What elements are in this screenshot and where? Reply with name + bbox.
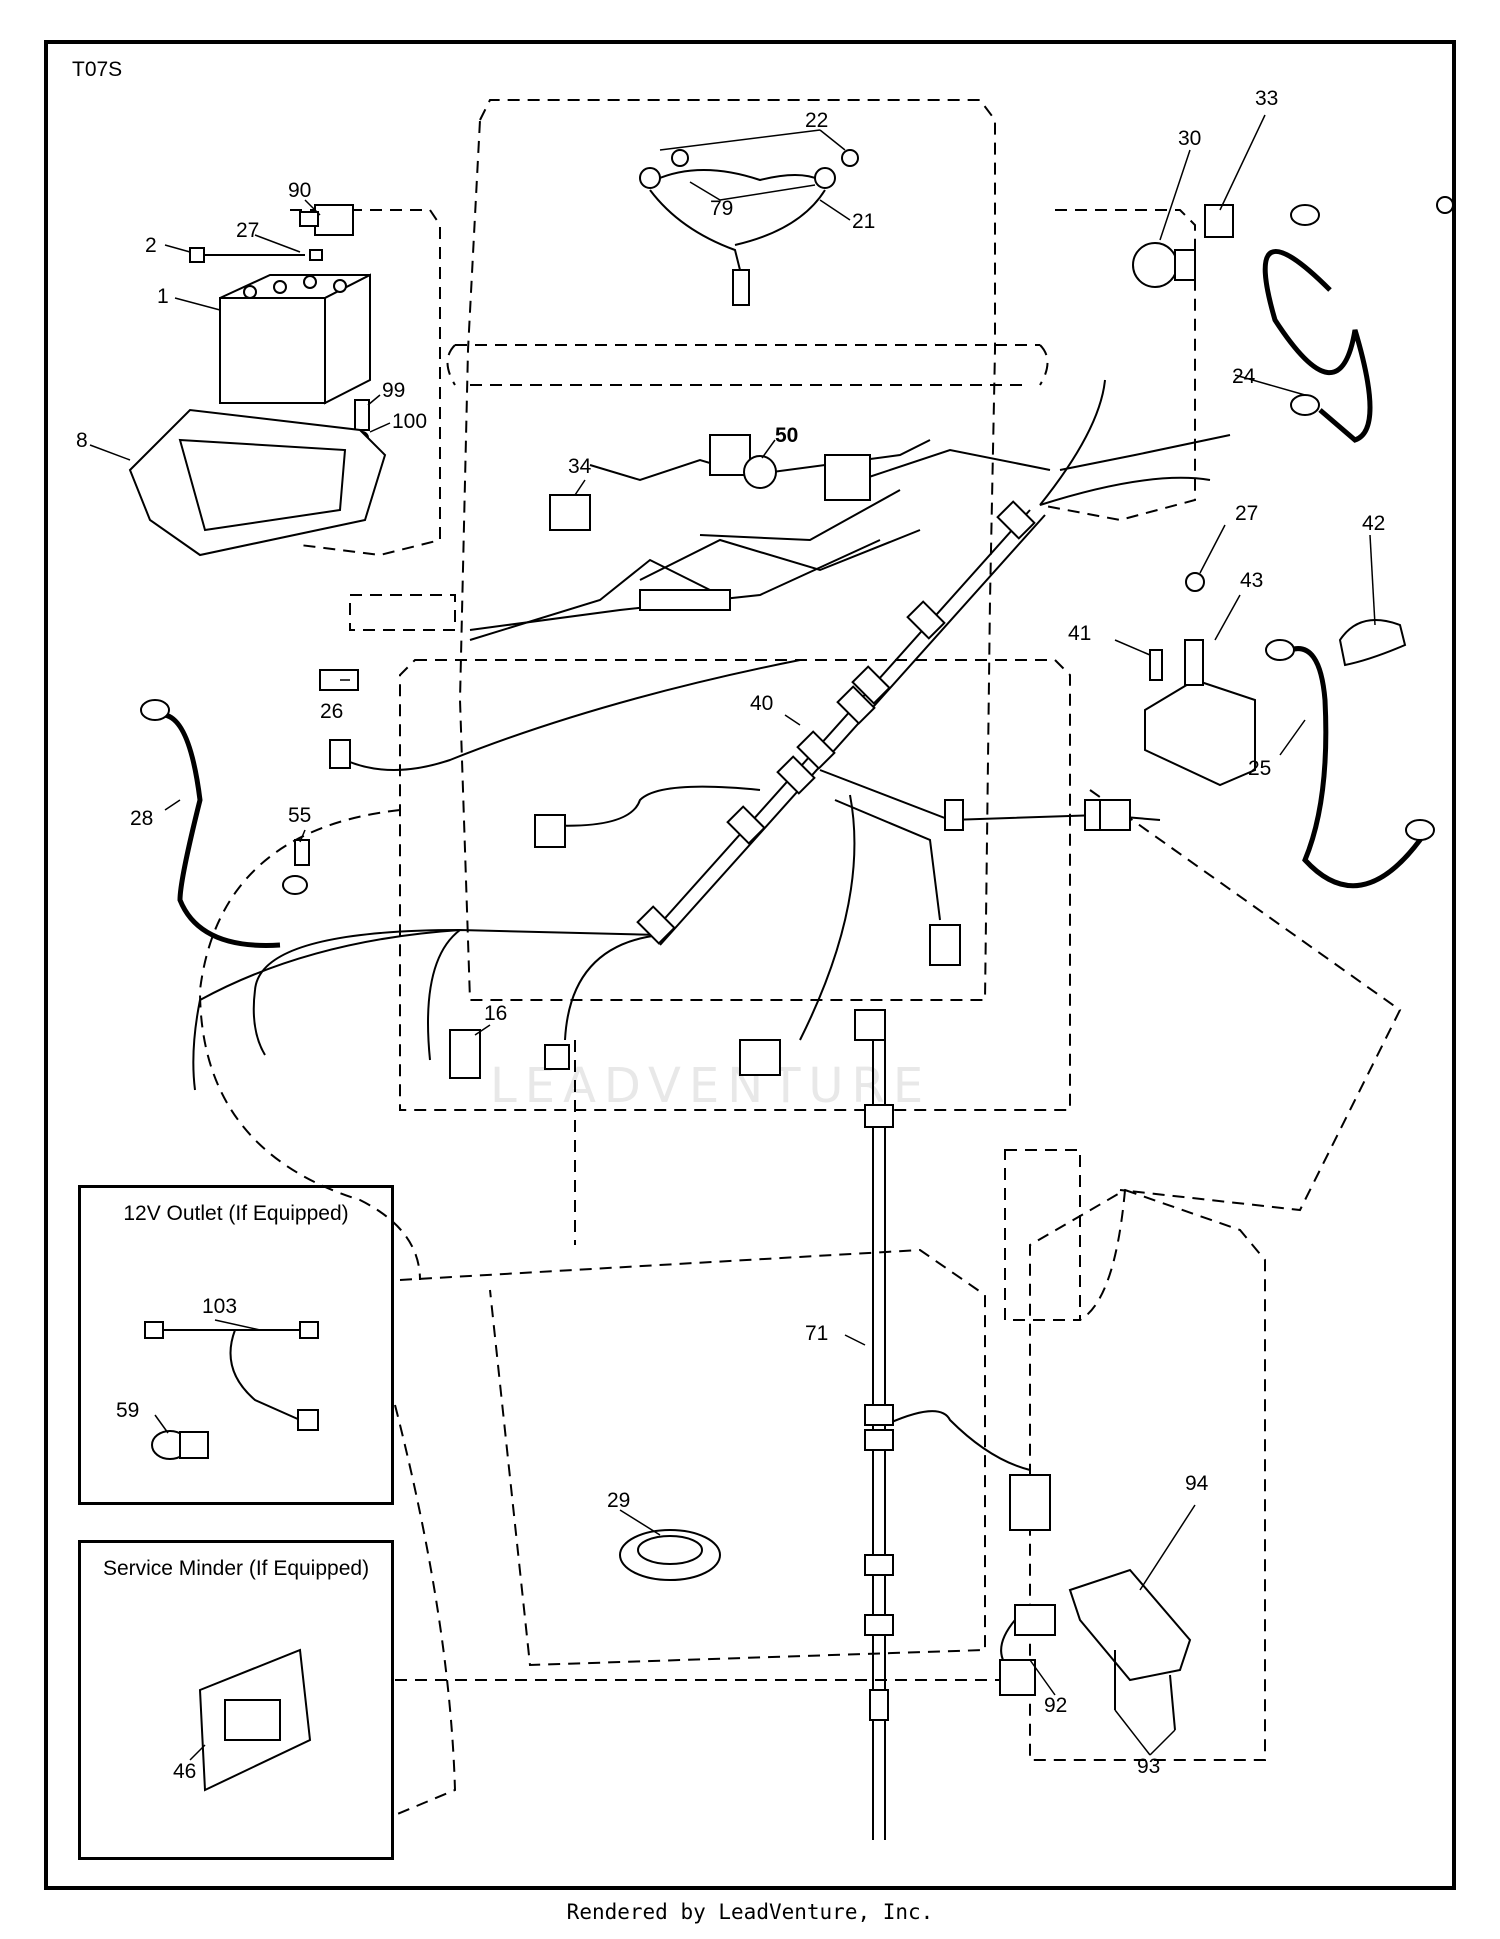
callout: 34 xyxy=(568,455,592,478)
callout: 50 xyxy=(775,424,798,447)
inset-service-minder: Service Minder (If Equipped) xyxy=(78,1540,394,1860)
footer-credit: Rendered by LeadVenture, Inc. xyxy=(566,1900,934,1924)
callout: 43 xyxy=(1240,569,1263,592)
callout: 33 xyxy=(1255,87,1278,110)
callout: 46 xyxy=(173,1760,196,1783)
callout: 2 xyxy=(145,234,157,257)
inset-title: 12V Outlet (If Equipped) xyxy=(123,1202,349,1225)
callouts: 22 79 21 90 27 2 1 99 100 8 30 33 24 50 … xyxy=(76,87,1385,1778)
callout: 99 xyxy=(382,379,405,402)
inset-12v-outlet: 12V Outlet (If Equipped) xyxy=(78,1185,394,1505)
callout: 90 xyxy=(288,179,311,202)
callout: 100 xyxy=(392,410,427,433)
callout: 94 xyxy=(1185,1472,1209,1495)
callout: 40 xyxy=(750,692,773,715)
callout: 24 xyxy=(1232,365,1256,388)
callout: 71 xyxy=(805,1322,828,1345)
callout: 27 xyxy=(236,219,259,242)
callout: 29 xyxy=(607,1489,630,1512)
callout: 55 xyxy=(288,804,311,827)
callout: 30 xyxy=(1178,127,1201,150)
callout: 42 xyxy=(1362,512,1385,535)
battery-cables xyxy=(140,196,1454,948)
callout: 8 xyxy=(76,429,88,452)
callout: 59 xyxy=(116,1399,139,1422)
callout: 93 xyxy=(1137,1755,1160,1778)
tractor-outline xyxy=(198,99,1402,1816)
leader-lines xyxy=(89,114,1376,1761)
callout: 1 xyxy=(157,285,169,308)
callout: 41 xyxy=(1068,622,1091,645)
callout: 92 xyxy=(1044,1694,1067,1717)
harness-clips xyxy=(636,500,1131,1636)
callout: 25 xyxy=(1248,757,1271,780)
callout: 22 xyxy=(805,109,828,132)
parts xyxy=(128,149,1407,1792)
callout: 27 xyxy=(1235,502,1258,525)
inset-callouts: 103 59 46 xyxy=(116,1295,237,1783)
diagram-code: T07S xyxy=(72,58,123,81)
callout: 103 xyxy=(202,1295,237,1318)
callout: 28 xyxy=(130,807,153,830)
callout: 21 xyxy=(852,210,875,233)
diagram-frame xyxy=(44,40,1456,1890)
inset-title: Service Minder (If Equipped) xyxy=(102,1557,370,1580)
callout: 26 xyxy=(320,700,343,723)
callout: 16 xyxy=(484,1002,507,1025)
callout: 79 xyxy=(710,197,733,220)
main-harness xyxy=(192,379,1231,1840)
